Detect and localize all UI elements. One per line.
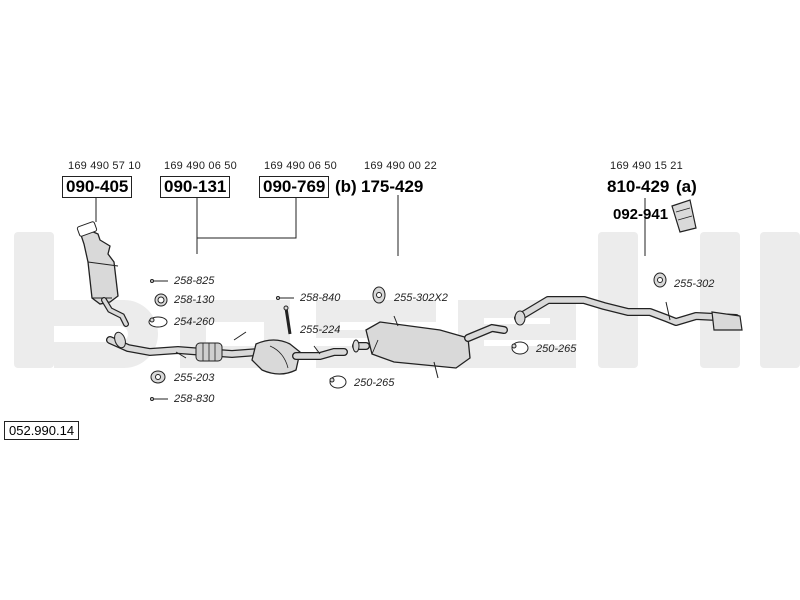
bolt-258-825-icon [150,279,168,283]
component-ref[interactable]: 258-830 [174,393,215,405]
component-ref[interactable]: 254-260 [174,316,215,328]
gasket-258-130-icon [154,293,168,307]
component-ref[interactable]: 255-302X2 [394,292,448,304]
mount-255-203-icon [150,370,166,384]
component-ref[interactable]: 258-825 [174,275,215,287]
component-ref[interactable]: 255-203 [174,372,215,384]
part-number[interactable]: 090-131 [160,176,231,198]
middle-silencer [352,315,508,379]
drawing-code: 052.990.14 [4,421,80,440]
mount-255-302x2-icon [372,286,386,304]
component-ref[interactable]: 255-302 [674,278,715,290]
component-ref[interactable]: 258-840 [300,292,341,304]
oem-number: 169 490 15 21 [610,160,683,172]
clamp-254-260-icon [148,316,168,328]
clamp-250-265-right-icon [511,341,529,355]
variant-suffix: (b) [335,177,357,196]
rear-exhaust-pipe [514,296,743,331]
leader-lines [95,195,646,256]
mount-255-302-icon [653,272,667,288]
main-catalytic-converter [233,331,348,375]
component-ref[interactable]: 250-265 [354,377,395,389]
hanger-255-224-icon [283,305,292,335]
oem-number: 169 490 06 50 [264,160,337,172]
clamp-250-265-left-icon [329,375,347,389]
component-icons [148,272,667,401]
component-ref[interactable]: 250-265 [536,343,577,355]
component-ref[interactable]: 258-130 [174,294,215,306]
part-number[interactable]: 092-941 [613,206,669,223]
part-number[interactable]: 090-405 [62,176,133,198]
heat-shield-bracket [671,199,697,233]
variant-suffix: (a) [676,177,697,196]
oem-number: 169 490 06 50 [164,160,237,172]
oem-number: 169 490 57 10 [68,160,141,172]
part-number[interactable]: 175-429 [361,177,424,196]
intermediate-pipe [106,331,262,362]
bolt-258-840-icon [276,296,294,300]
front-catalytic-converter [76,221,129,327]
part-number[interactable]: 090-769 [259,176,330,198]
part-number[interactable]: 810-429 [607,177,670,196]
component-ref[interactable]: 255-224 [300,324,341,336]
oem-number: 169 490 00 22 [364,160,437,172]
bolt-258-830-icon [150,397,168,401]
